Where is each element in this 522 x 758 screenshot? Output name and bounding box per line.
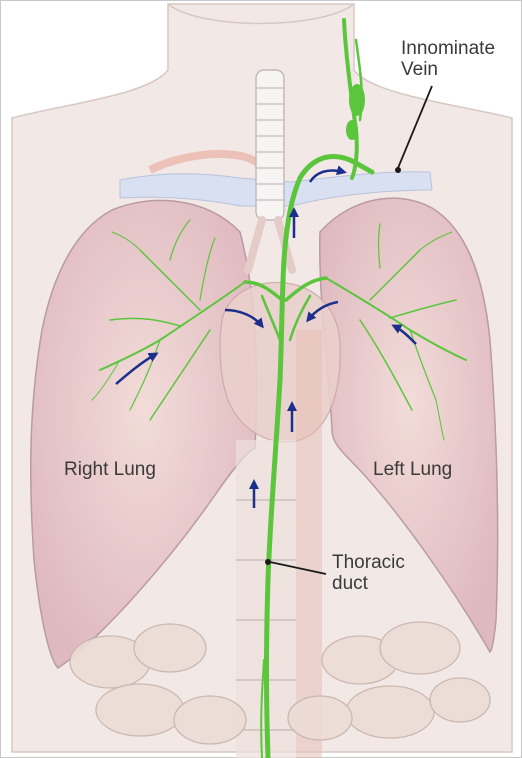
aorta <box>296 330 322 758</box>
thoracic-duct-label-line2: duct <box>332 573 405 594</box>
thoracic-duct-pointer-dot <box>265 559 271 565</box>
lymph-node <box>346 120 358 140</box>
thoracic-duct-label: Thoracic duct <box>332 552 405 594</box>
lymph-node <box>349 84 365 116</box>
innominate-vein-label-line1: Innominate <box>401 38 495 59</box>
innominate-vein-label: Innominate Vein <box>401 38 495 80</box>
innominate-vein-pointer-dot <box>395 167 401 173</box>
innominate-vein-label-line2: Vein <box>401 59 495 80</box>
right-lung-label: Right Lung <box>64 459 156 480</box>
thoracic-duct-label-line1: Thoracic <box>332 552 405 573</box>
left-lung-label: Left Lung <box>373 459 452 480</box>
